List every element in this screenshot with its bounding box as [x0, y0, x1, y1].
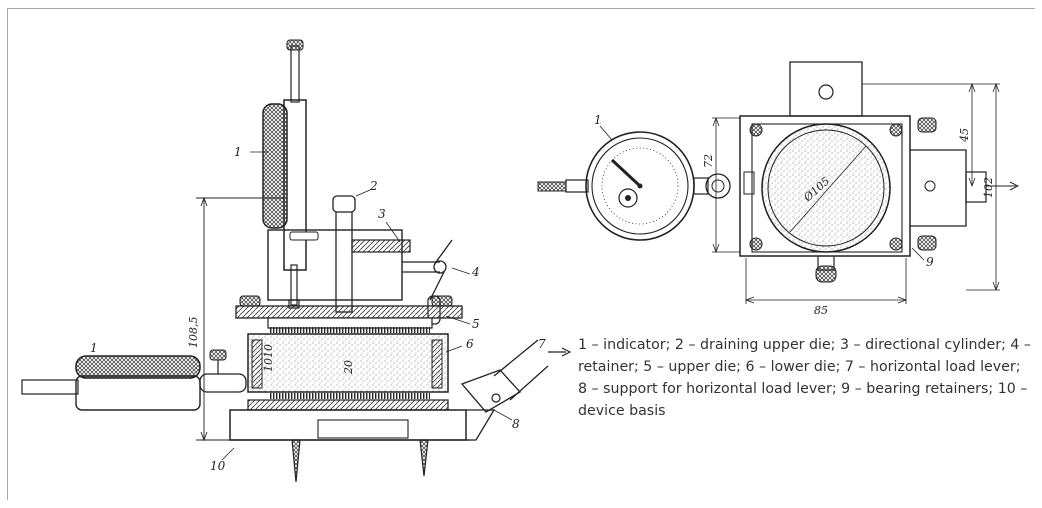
label-directional-cylinder: 3 [378, 207, 386, 221]
label-draining-upper-die: 2 [369, 179, 378, 193]
top-view: 1 9 72 45 102 85 Ø105 [537, 61, 1020, 317]
dim-height-108-5: 108,5 [187, 317, 200, 349]
dim-10-b: 10 [262, 344, 275, 358]
dial-indicator [537, 131, 731, 241]
top-view-dimensions [712, 82, 1000, 304]
label-lever-support: 8 [512, 417, 520, 431]
vertical-indicator [262, 39, 307, 309]
dim-10-a: 10 [262, 358, 275, 372]
figure-frame-top [7, 8, 1035, 9]
label-dial-indicator: 1 [594, 113, 602, 127]
horizontal-indicator [21, 349, 247, 411]
side-view: 1 2 3 4 5 6 7 8 1 10 108,5 10 10 20 [21, 39, 572, 483]
draining-die-rod [332, 195, 356, 313]
label-load-lever: 7 [538, 337, 546, 351]
load-lever [460, 339, 572, 413]
figure-frame-left [7, 8, 8, 500]
figure-caption: 1 – indicator; 2 – draining upper die; 3… [578, 337, 1031, 419]
label-horizontal-indicator: 1 [90, 341, 98, 355]
dim-45: 45 [958, 128, 971, 143]
label-indicator: 1 [234, 145, 242, 159]
dim-85: 85 [814, 304, 828, 317]
main-body [229, 295, 496, 483]
label-upper-die: 5 [472, 317, 480, 331]
label-lower-die: 6 [466, 337, 474, 351]
dim-108-5 [196, 196, 284, 442]
label-device-basis: 10 [210, 459, 226, 473]
dim-72: 72 [702, 154, 715, 168]
dim-102: 102 [982, 177, 995, 198]
dim-20: 20 [342, 360, 355, 375]
device-body [739, 61, 1020, 283]
label-bearing-retainers: 9 [926, 255, 934, 269]
label-retainer: 4 [471, 265, 480, 279]
